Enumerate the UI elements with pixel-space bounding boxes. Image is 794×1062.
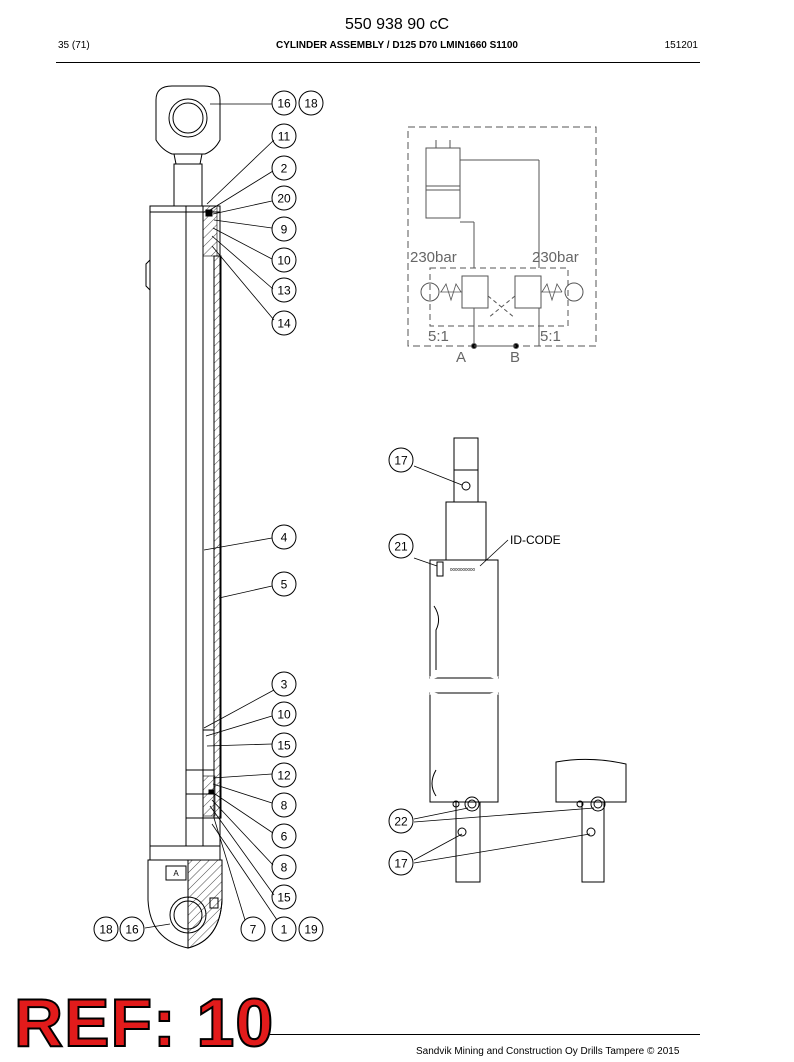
footer-rule: [270, 1034, 700, 1035]
callout-label: 6: [281, 830, 288, 844]
svg-text:17: 17: [394, 857, 408, 871]
callout-bubble: 13: [271, 277, 297, 303]
detail-callouts: 17 21: [388, 447, 414, 559]
callout-bubble: 16: [271, 90, 297, 116]
callout-label: 15: [277, 891, 291, 905]
ref-stamp: REF: 10: [13, 984, 275, 1062]
callout-bubble: 15: [271, 732, 297, 758]
assembly-title: CYLINDER ASSEMBLY / D125 D70 LMIN1660 S1…: [276, 40, 518, 51]
callout-label: 3: [281, 678, 288, 692]
port-label-b: B: [510, 349, 520, 366]
id-code-detail: 0000000000: [413, 437, 509, 680]
callout-label: 2: [281, 162, 288, 176]
callout-label: 1: [281, 923, 288, 937]
callout-bubble: 10: [271, 701, 297, 727]
id-code-plate: 0000000000: [450, 567, 476, 572]
part-callouts: 16 18 11 2 20 9 10 13 14 4 5 3 10 15 12 …: [93, 90, 324, 942]
callout-bubble: 7: [240, 916, 266, 942]
callout-bubble: 21: [388, 533, 414, 559]
svg-text:A: A: [173, 869, 179, 878]
callout-label: 14: [277, 317, 291, 331]
callout-bubble: 22: [388, 808, 414, 834]
footer-copyright: Sandvik Mining and Construction Oy Drill…: [416, 1046, 680, 1057]
callout-label: 11: [278, 130, 291, 144]
revision-code: 151201: [664, 40, 698, 51]
callout-bubble: 6: [271, 823, 297, 849]
callout-bubble: 20: [271, 185, 297, 211]
header-rule: [56, 62, 700, 63]
callout-label: 5: [281, 578, 288, 592]
callout-bubble: 9: [271, 216, 297, 242]
callout-label: 7: [250, 923, 257, 937]
callout-bubble: 18: [298, 90, 324, 116]
callout-label: 12: [277, 769, 291, 783]
callout-label: 9: [281, 223, 288, 237]
svg-text:21: 21: [394, 540, 408, 554]
pressure-label-a: 230bar: [410, 249, 457, 266]
callout-label: 10: [277, 708, 291, 722]
callout-label: 4: [281, 531, 288, 545]
callout-bubble: 19: [298, 916, 324, 942]
callout-bubble: 2: [271, 155, 297, 181]
callout-label: 8: [281, 861, 288, 875]
callout-bubble: 3: [271, 671, 297, 697]
ratio-label-a: 5:1: [428, 328, 449, 345]
port-callouts: 22 17: [388, 808, 414, 876]
callout-bubble: 5: [271, 571, 297, 597]
page-number: 35 (71): [58, 40, 90, 51]
document-title: 550 938 90 cC: [344, 16, 450, 33]
id-code-label: ID-CODE: [510, 533, 561, 547]
ratio-label-b: 5:1: [540, 328, 561, 345]
callout-bubble: 15: [271, 884, 297, 910]
port-detail: [413, 691, 627, 883]
callout-label: 13: [277, 284, 291, 298]
callout-bubble: 16: [119, 916, 145, 942]
callout-label: 16: [125, 923, 139, 937]
callout-label: 18: [304, 97, 318, 111]
callout-leaders: [144, 103, 278, 929]
callout-bubble: 10: [271, 247, 297, 273]
callout-bubble: 17: [388, 850, 414, 876]
callout-bubble: 11: [271, 123, 297, 149]
pressure-label-b: 230bar: [532, 249, 579, 266]
callout-label: 15: [277, 739, 291, 753]
callout-bubble: 17: [388, 447, 414, 473]
callout-bubble: 8: [271, 792, 297, 818]
svg-text:22: 22: [394, 815, 408, 829]
port-label-a: A: [456, 349, 466, 366]
hydraulic-schematic: [407, 126, 597, 349]
callout-label: 20: [277, 192, 291, 206]
callout-label: 16: [277, 97, 291, 111]
callout-bubble: 12: [271, 762, 297, 788]
svg-text:17: 17: [394, 454, 408, 468]
callout-label: 10: [277, 254, 291, 268]
cylinder-assembly-drawing: A: [145, 85, 223, 949]
callout-label: 18: [99, 923, 113, 937]
callout-bubble: 4: [271, 524, 297, 550]
callout-bubble: 8: [271, 854, 297, 880]
callout-label: 8: [281, 799, 288, 813]
callout-label: 19: [304, 923, 318, 937]
callout-bubble: 14: [271, 310, 297, 336]
callout-bubble: 1: [271, 916, 297, 942]
hydraulic-labels: 230bar 230bar 5:1 5:1 A B: [410, 249, 579, 366]
callout-bubble: 18: [93, 916, 119, 942]
